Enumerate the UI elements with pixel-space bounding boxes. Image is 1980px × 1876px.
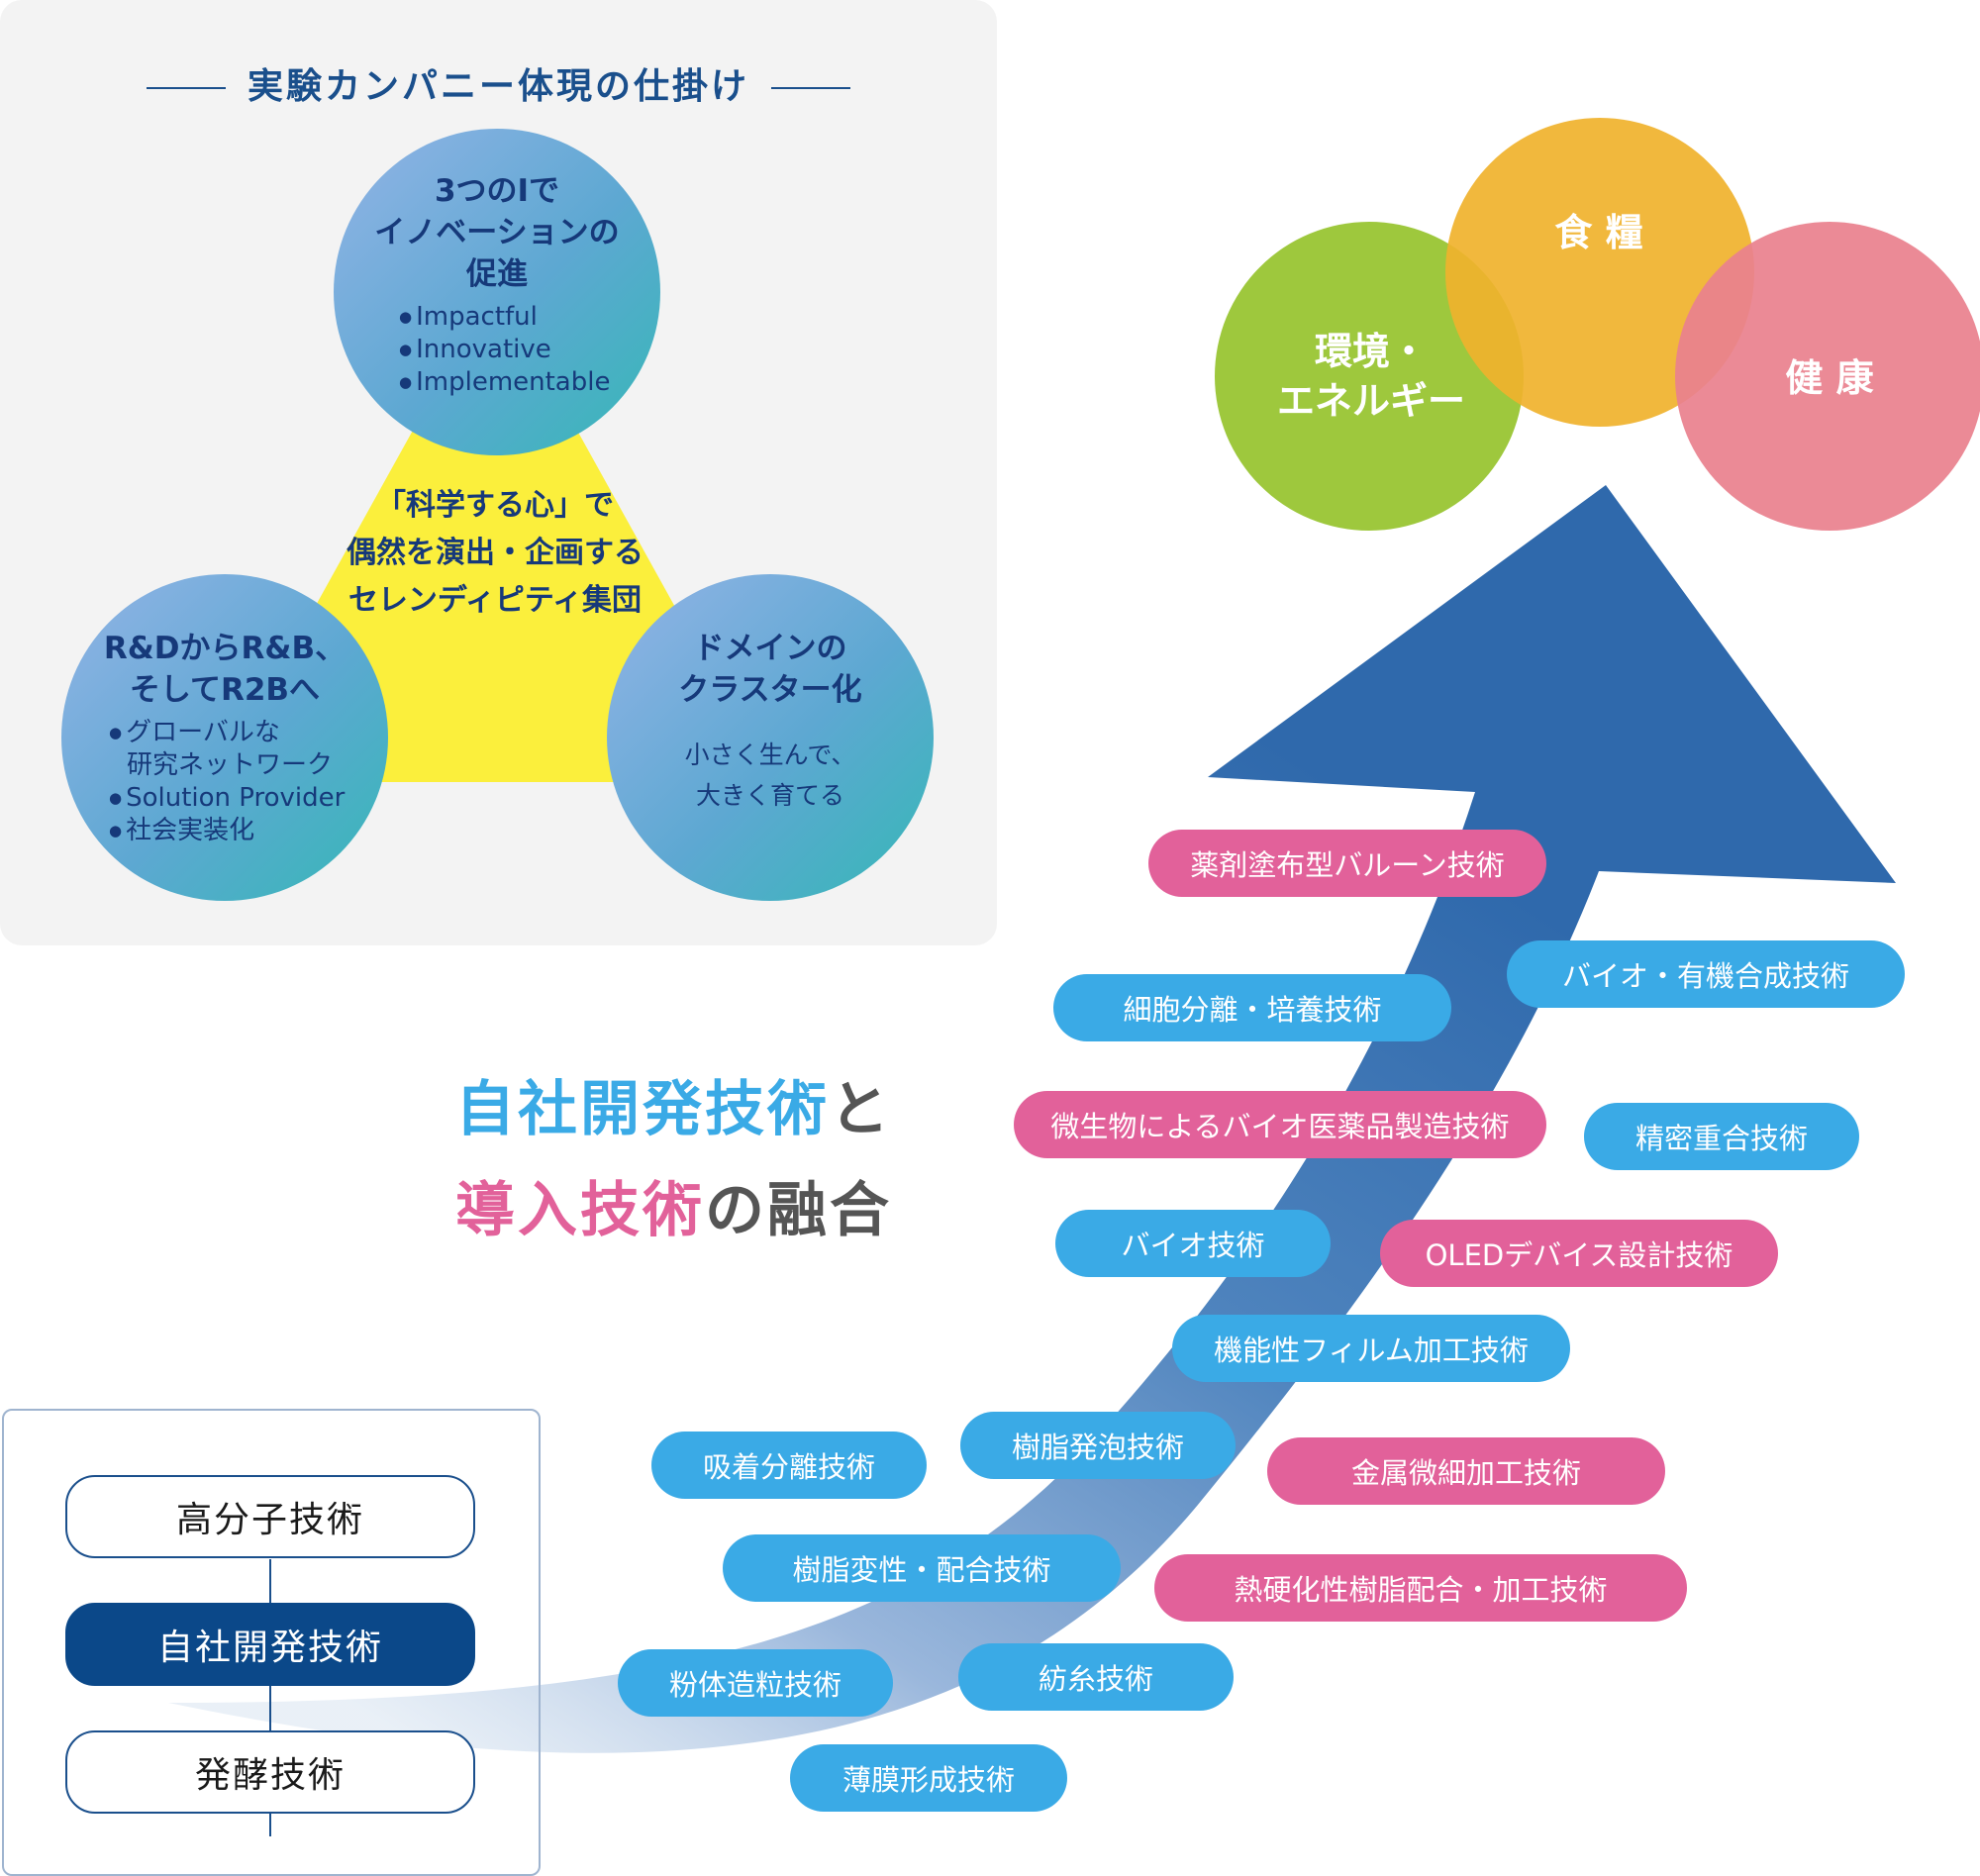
list-item: Innovative xyxy=(399,334,660,366)
tech-pill: 吸着分離技術 xyxy=(651,1432,927,1499)
circle-left-list: グローバルな 研究ネットワーク Solution Provider 社会実装化 xyxy=(109,717,378,847)
core-tech-item: 発酵技術 xyxy=(65,1730,475,1814)
tech-pill: 樹脂発泡技術 xyxy=(960,1412,1236,1479)
circle-top-list: Impactful Innovative Implementable xyxy=(399,301,660,399)
headline: 自社開発技術と 導入技術の融合 xyxy=(455,1059,892,1261)
core-tech-item: 高分子技術 xyxy=(65,1475,475,1558)
center-text: 「科学する心」で 偶然を演出・企画する セレンディピティ集団 xyxy=(346,488,644,618)
title-rule-left xyxy=(146,87,226,89)
goal-health-label: 健 康 xyxy=(1785,355,1874,400)
core-tech-box: 高分子技術 自社開発技術 発酵技術 xyxy=(2,1409,541,1876)
connector-line xyxy=(269,1559,271,1836)
headline-part2: と xyxy=(830,1075,892,1144)
tech-pill: 微生物によるバイオ医薬品製造技術 xyxy=(1014,1091,1546,1158)
tech-pill: 金属微細加工技術 xyxy=(1267,1437,1665,1505)
tech-pill: 樹脂変性・配合技術 xyxy=(723,1534,1121,1602)
circle-right xyxy=(607,574,934,901)
list-item: Impactful xyxy=(399,301,660,334)
list-item-continued: 研究ネットワーク xyxy=(127,750,334,780)
core-tech-item-active: 自社開発技術 xyxy=(65,1603,475,1686)
headline-part3: 導入技術 xyxy=(455,1176,705,1245)
title-rule-right xyxy=(771,87,850,89)
tech-pill: 熱硬化性樹脂配合・加工技術 xyxy=(1154,1554,1687,1622)
tech-pill: 紡糸技術 xyxy=(958,1643,1234,1711)
tech-pill: バイオ・有機合成技術 xyxy=(1507,940,1905,1008)
headline-line1: 自社開発技術と xyxy=(455,1059,892,1160)
circle-right-title: ドメインの クラスター化 xyxy=(678,631,862,708)
tech-pill: 薄膜形成技術 xyxy=(790,1744,1067,1812)
tech-pill: OLEDデバイス設計技術 xyxy=(1380,1220,1778,1287)
tech-pill: バイオ技術 xyxy=(1055,1210,1331,1277)
headline-part4: の融合 xyxy=(705,1176,892,1245)
list-item: グローバルな xyxy=(109,717,378,749)
env-circle xyxy=(1215,222,1524,531)
tech-pill: 機能性フィルム加工技術 xyxy=(1172,1315,1570,1382)
goal-env-label: 環境・ エネルギー xyxy=(1276,329,1465,423)
list-item: Solution Provider xyxy=(109,782,378,815)
food-circle xyxy=(1445,118,1754,427)
list-item: Implementable xyxy=(399,366,660,399)
tech-pill: 薬剤塗布型バルーン技術 xyxy=(1148,830,1546,897)
circle-left-title: R&DからR&B、 そしてR2Bへ xyxy=(103,631,346,708)
circle-top-content: 3つのIで イノベーションの 促進 Impactful Innovative I… xyxy=(334,170,660,399)
tech-pill: 粉体造粒技術 xyxy=(618,1649,893,1717)
circle-right-text: 小さく生んで、 大きく育てる xyxy=(684,741,856,810)
panel-title-text: 実験カンパニー体現の仕掛け xyxy=(247,66,749,107)
goal-circles xyxy=(1215,118,1980,531)
circle-right-content: ドメインの クラスター化 小さく生んで、 大きく育てる xyxy=(617,628,924,816)
circle-top-title: 3つのIで イノベーションの 促進 xyxy=(374,173,620,292)
circle-left-content: R&DからR&B、 そしてR2Bへ グローバルな 研究ネットワーク Soluti… xyxy=(71,628,378,847)
health-circle xyxy=(1675,222,1980,531)
panel-title: 実験カンパニー体現の仕掛け xyxy=(0,57,997,109)
tech-pill: 精密重合技術 xyxy=(1584,1103,1859,1170)
goal-food-label: 食 糧 xyxy=(1554,210,1643,254)
list-item: 社会実装化 xyxy=(109,815,378,847)
tech-pill: 細胞分離・培養技術 xyxy=(1053,974,1451,1041)
headline-line2: 導入技術の融合 xyxy=(455,1160,892,1261)
headline-part1: 自社開発技術 xyxy=(455,1075,830,1144)
